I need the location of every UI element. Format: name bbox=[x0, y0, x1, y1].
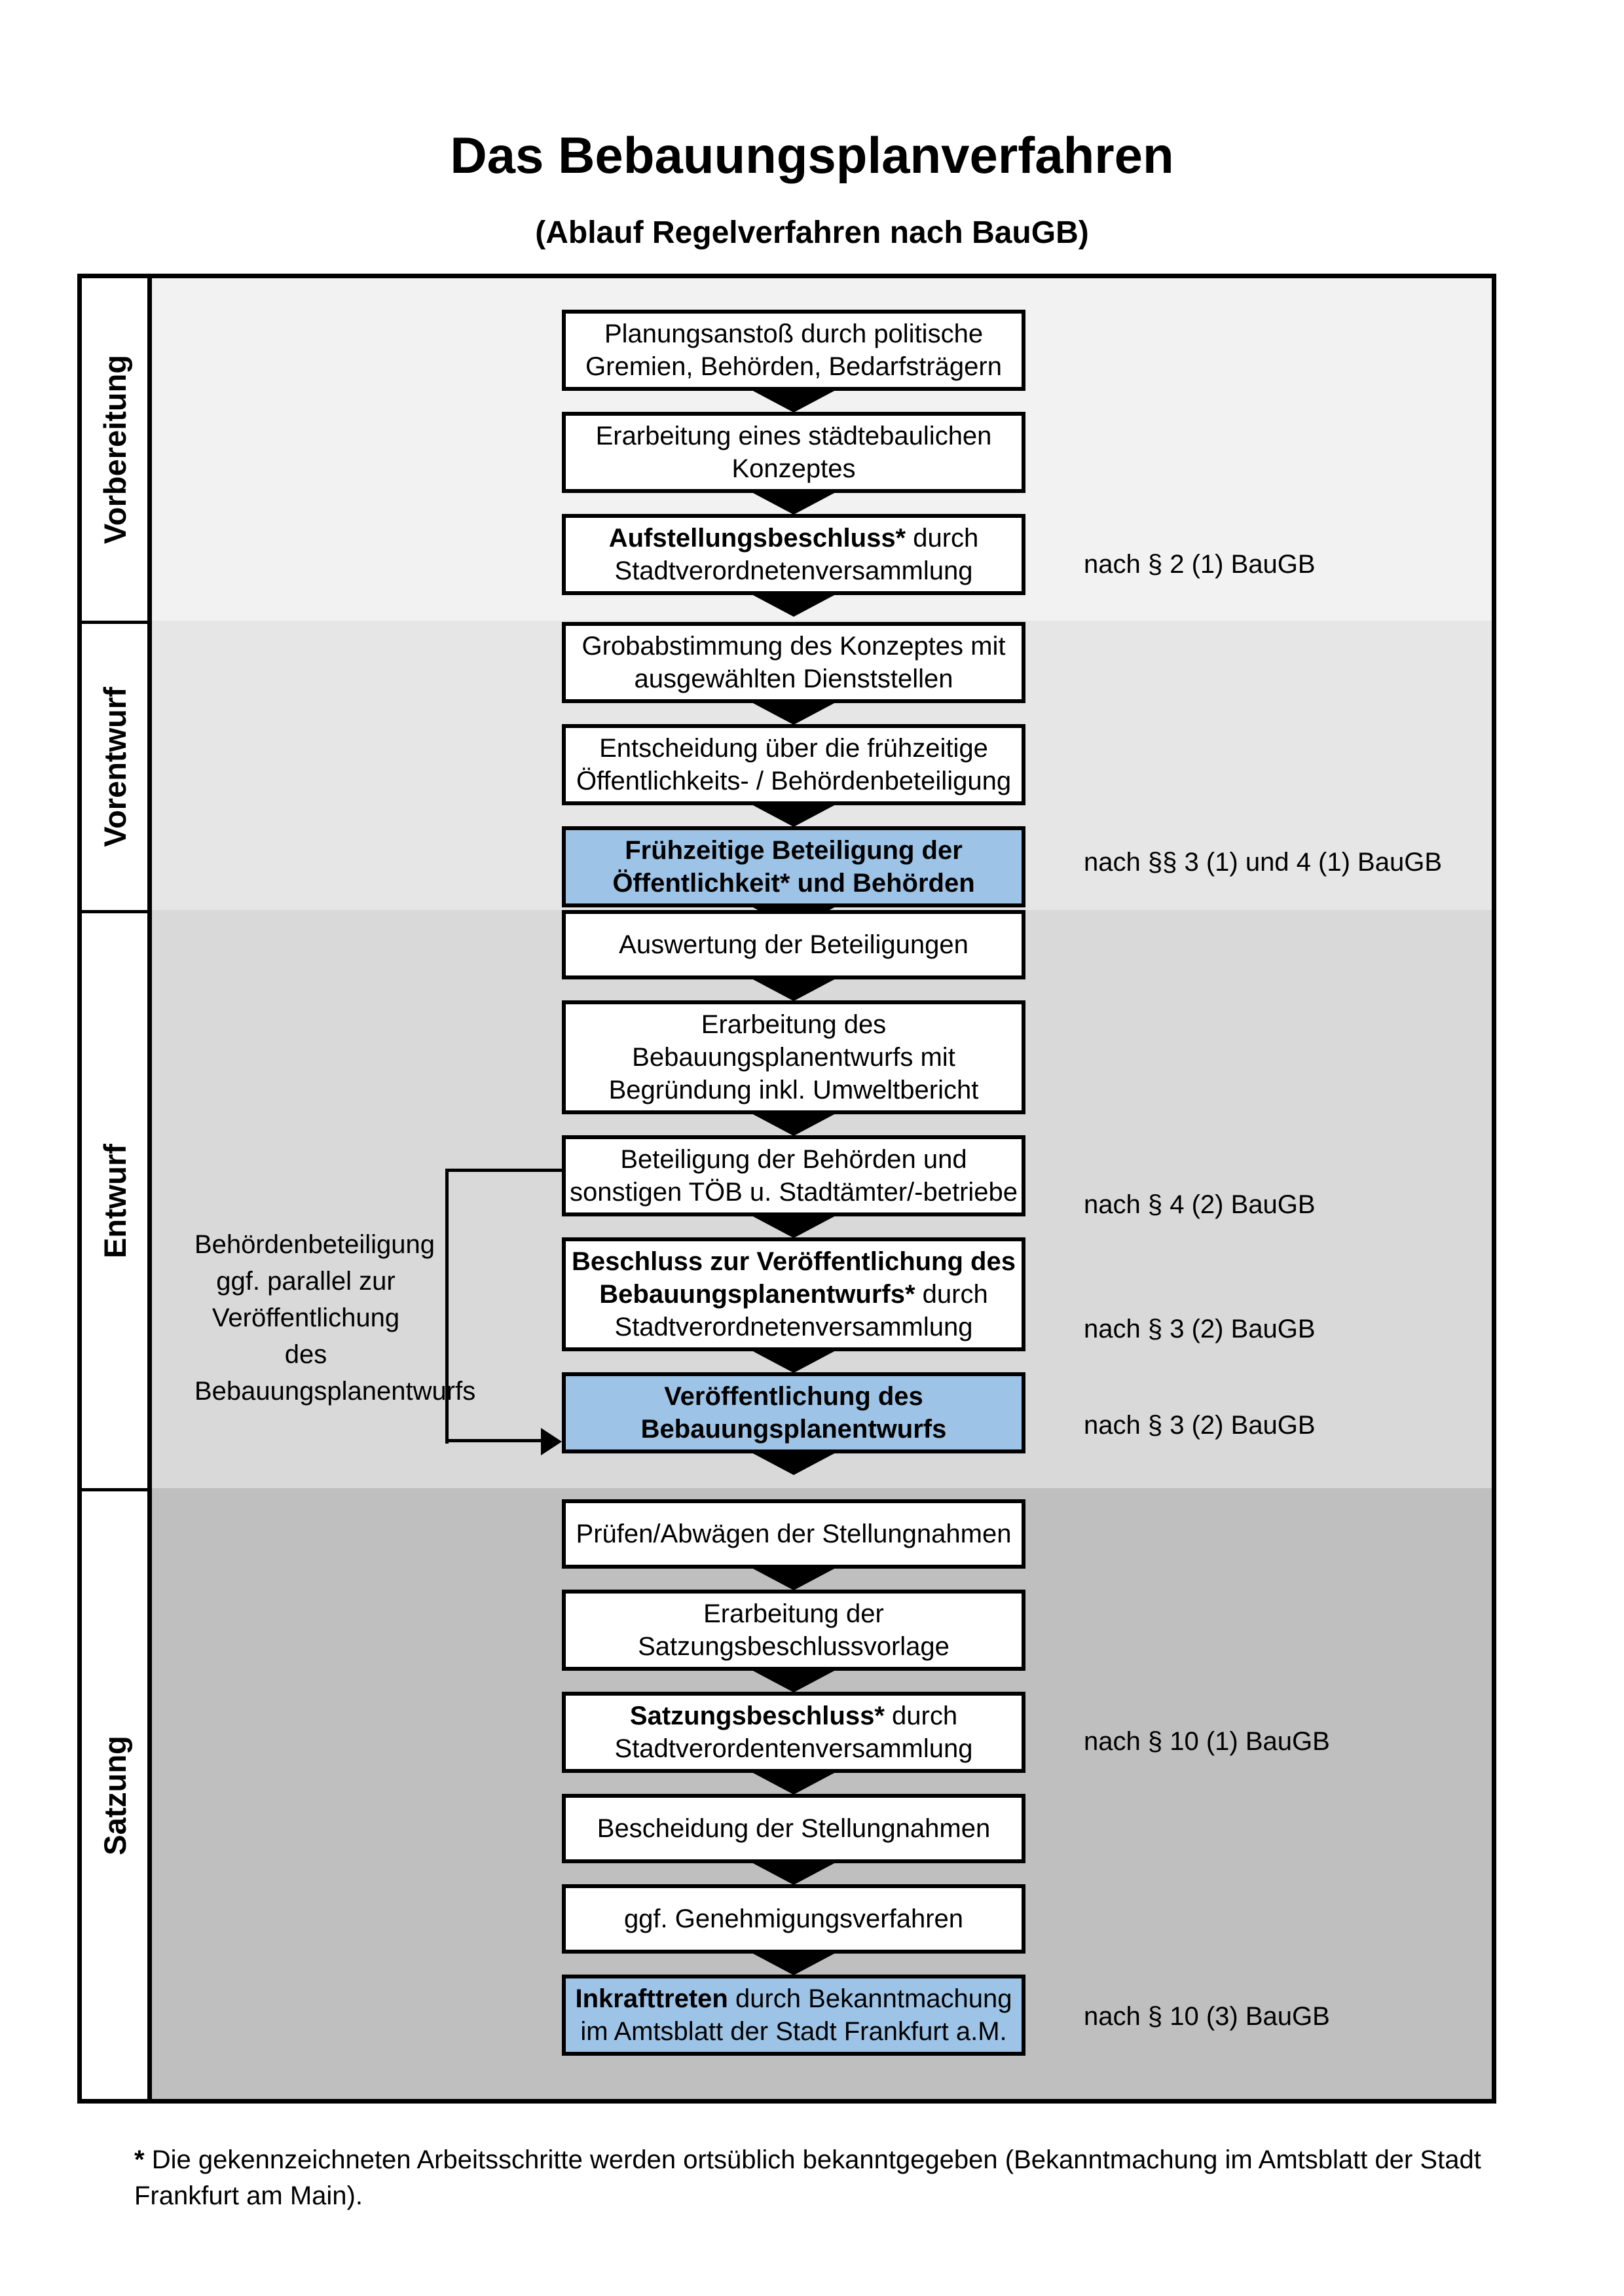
phase-label: Vorbereitung bbox=[97, 355, 132, 544]
step-label: ggf. Genehmigungsverfahren bbox=[623, 1904, 964, 1933]
phase-row-vorentwurf: Vorentwurf Grobabstimmung des Konzeptes m… bbox=[82, 621, 1492, 929]
phase-label: Vorentwurf bbox=[97, 687, 132, 847]
down-arrow-icon bbox=[752, 702, 836, 725]
arrow-row bbox=[562, 805, 1025, 827]
down-arrow-icon bbox=[752, 1953, 836, 1975]
arrow-row bbox=[562, 1568, 1025, 1590]
arrow-row bbox=[562, 390, 1025, 412]
arrow-row bbox=[562, 1114, 1025, 1136]
footnote: * Die gekennzeichneten Arbeitsschritte w… bbox=[134, 2142, 1506, 2214]
arrow-row bbox=[562, 1351, 1025, 1373]
down-arrow-icon bbox=[752, 1351, 836, 1373]
down-arrow-icon bbox=[752, 390, 836, 412]
down-arrow-icon bbox=[752, 979, 836, 1001]
arrow-row bbox=[562, 1453, 1025, 1475]
arrow-row bbox=[562, 492, 1025, 515]
arrow-row bbox=[562, 979, 1025, 1001]
step-label: Prüfen/Abwägen der Stellungnahmen bbox=[576, 1520, 1012, 1548]
arrow-row bbox=[562, 594, 1025, 617]
down-arrow-icon bbox=[752, 1863, 836, 1885]
arrow-row bbox=[562, 1670, 1025, 1692]
phase-rows-container: Vorbereitung Planungsanstoß durch politis… bbox=[82, 278, 1492, 2099]
phase-row-satzung: Satzung Prüfen/Abwägen der Stellungnahmen… bbox=[82, 1488, 1492, 2099]
down-arrow-icon bbox=[752, 594, 836, 617]
down-arrow-icon bbox=[752, 1772, 836, 1795]
down-arrow-icon bbox=[752, 1114, 836, 1136]
page-title: Das Bebauungsplanverfahren bbox=[450, 126, 1174, 184]
down-arrow-icon bbox=[752, 1568, 836, 1590]
phase-label: Satzung bbox=[97, 1735, 132, 1855]
down-arrow-icon bbox=[752, 1670, 836, 1692]
arrow-row bbox=[562, 1953, 1025, 1975]
arrow-row bbox=[562, 1863, 1025, 1885]
step-label: Bescheidung der Stellungnahmen bbox=[597, 1814, 991, 1843]
down-arrow-icon bbox=[752, 1216, 836, 1238]
down-arrow-icon bbox=[752, 805, 836, 827]
footnote-marker: * bbox=[134, 2145, 145, 2174]
flow-step-box: Prüfen/Abwägen der Stellungnahmen bbox=[562, 1499, 1025, 1569]
phase-sidebar-cell: Vorentwurf bbox=[82, 621, 152, 910]
flow-step-box: Auswertung der Beteiligungen bbox=[562, 910, 1025, 979]
flow-step-box: Bescheidung der Stellungnahmen bbox=[562, 1794, 1025, 1863]
phase-label: Entwurf bbox=[97, 1143, 132, 1258]
arrow-row bbox=[562, 1216, 1025, 1238]
down-arrow-icon bbox=[752, 1453, 836, 1475]
footnote-text: Die gekennzeichneten Arbeitsschritte wer… bbox=[134, 2145, 1481, 2210]
phase-row-vorbereitung: Vorbereitung Planungsanstoß durch politis… bbox=[82, 278, 1492, 621]
arrow-row bbox=[562, 1772, 1025, 1795]
down-arrow-icon bbox=[752, 492, 836, 515]
phase-sidebar-cell: Satzung bbox=[82, 1488, 152, 2099]
step-label: Auswertung der Beteiligungen bbox=[619, 930, 969, 959]
flow-step-box: ggf. Genehmigungsverfahren bbox=[562, 1884, 1025, 1954]
page-subtitle: (Ablauf Regelverfahren nach BauGB) bbox=[535, 215, 1089, 250]
phase-sidebar-cell: Vorbereitung bbox=[82, 278, 152, 621]
arrow-row bbox=[562, 702, 1025, 725]
phase-sidebar-cell: Entwurf bbox=[82, 910, 152, 1488]
process-frame: Vorbereitung Planungsanstoß durch politis… bbox=[77, 274, 1496, 2104]
